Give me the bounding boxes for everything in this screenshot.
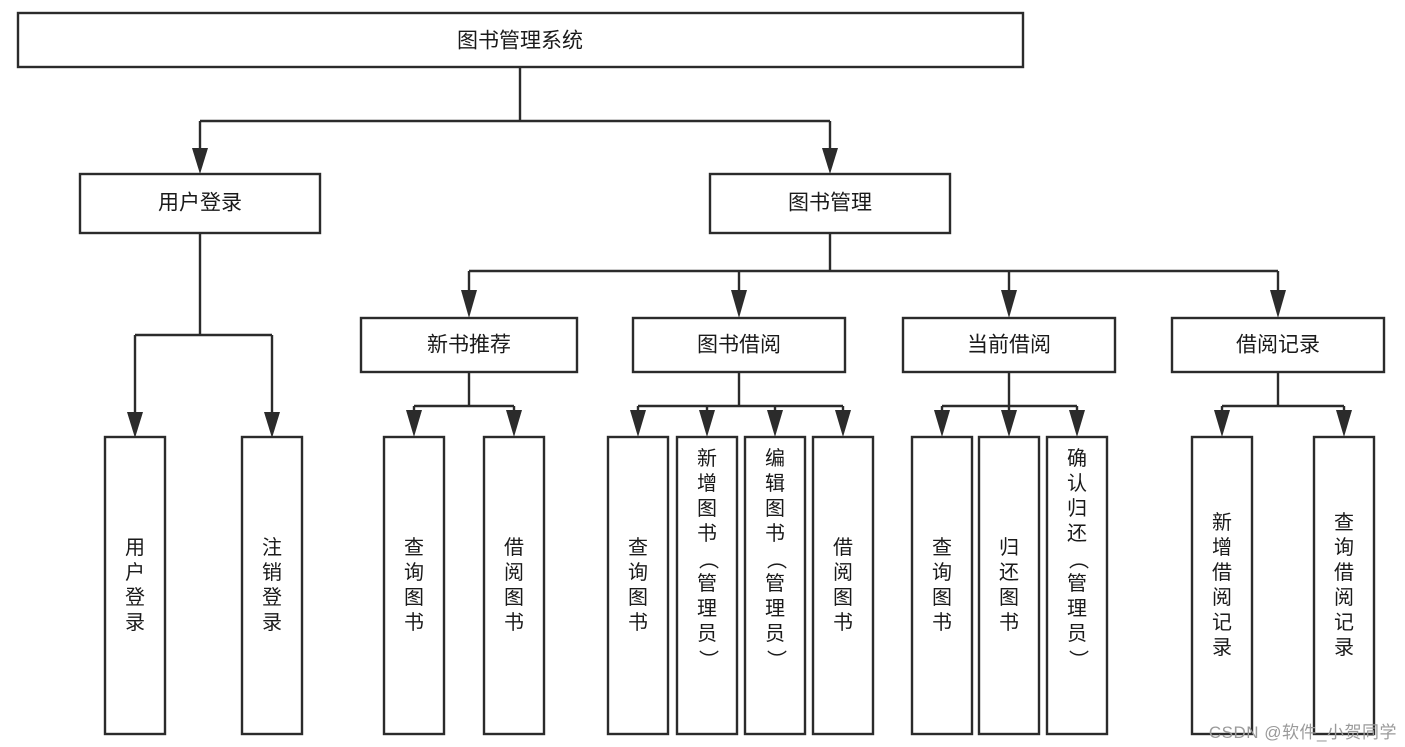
- leaf-box-borrow-book-1[interactable]: [482, 435, 546, 736]
- node-borrow-record[interactable]: 借阅记录: [1170, 316, 1386, 374]
- arrow-head-icon: [192, 148, 208, 174]
- node-current-borrow-box: [901, 316, 1117, 374]
- node-new-book-recommend[interactable]: 新书推荐: [359, 316, 579, 374]
- node-user-login-label: 用户登录: [158, 192, 242, 215]
- arrow-head-icon: [406, 410, 422, 437]
- leaf-box-borrow-book-2[interactable]: [811, 435, 875, 736]
- connector-book-management-to-level3: [461, 233, 1286, 318]
- node-book-management-label: 图书管理: [788, 192, 872, 215]
- arrow-head-icon: [1069, 410, 1085, 437]
- node-current-borrow[interactable]: 当前借阅: [901, 316, 1117, 374]
- leaf-box-add-borrow-record[interactable]: [1190, 435, 1254, 736]
- connector-user-login-to-leaves: [127, 233, 280, 438]
- arrow-head-icon: [264, 412, 280, 438]
- arrow-head-icon: [699, 410, 715, 437]
- leaf-box-query-book-1[interactable]: [382, 435, 446, 736]
- arrow-head-icon: [1214, 410, 1230, 437]
- watermark-text: CSDN @软件_小贺同学: [1208, 723, 1397, 742]
- arrow-head-icon: [506, 410, 522, 437]
- leaf-box-return-book[interactable]: [977, 435, 1041, 736]
- arrow-head-icon: [1001, 410, 1017, 437]
- connector-book-borrow-to-leaves: [630, 372, 851, 437]
- leaf-box-confirm-return-admin[interactable]: [1045, 435, 1109, 736]
- node-current-borrow-label: 当前借阅: [967, 334, 1051, 357]
- node-book-borrow[interactable]: 图书借阅: [631, 316, 847, 374]
- connector-borrow-record-to-leaves: [1214, 372, 1352, 437]
- arrow-head-icon: [822, 148, 838, 174]
- leaf-box-query-borrow-record[interactable]: [1312, 435, 1376, 736]
- node-borrow-record-label: 借阅记录: [1236, 334, 1320, 357]
- leaf-box-query-book-2[interactable]: [606, 435, 670, 736]
- arrow-head-icon: [630, 410, 646, 437]
- arrow-head-icon: [1001, 290, 1017, 318]
- leaf-box-add-book-admin[interactable]: [675, 435, 739, 736]
- node-book-borrow-label: 图书借阅: [697, 334, 781, 357]
- arrow-head-icon: [835, 410, 851, 437]
- node-root-box: [16, 11, 1025, 69]
- arrow-head-icon: [934, 410, 950, 437]
- leaf-box-logout[interactable]: [240, 435, 304, 736]
- leaf-box-query-book-3[interactable]: [910, 435, 974, 736]
- arrow-head-icon: [1270, 290, 1286, 318]
- arrow-head-icon: [461, 290, 477, 318]
- arrow-head-icon: [731, 290, 747, 318]
- node-new-book-recommend-box: [359, 316, 579, 374]
- leaf-box-edit-book-admin[interactable]: [743, 435, 807, 736]
- connector-new-book-to-leaves: [406, 372, 522, 437]
- leaf-box-user-login[interactable]: [103, 435, 167, 736]
- node-new-book-recommend-label: 新书推荐: [427, 334, 511, 357]
- node-user-login[interactable]: 用户登录: [78, 172, 322, 235]
- connector-root-to-level2: [192, 67, 838, 174]
- arrow-head-icon: [1336, 410, 1352, 437]
- arrow-head-icon: [767, 410, 783, 437]
- connector-current-borrow-to-leaves: [934, 372, 1085, 437]
- node-user-login-box: [78, 172, 322, 235]
- arrow-head-icon: [127, 412, 143, 438]
- node-root-label: 图书管理系统: [457, 30, 583, 53]
- node-root[interactable]: 图书管理系统: [16, 11, 1025, 69]
- node-book-management[interactable]: 图书管理: [708, 172, 952, 235]
